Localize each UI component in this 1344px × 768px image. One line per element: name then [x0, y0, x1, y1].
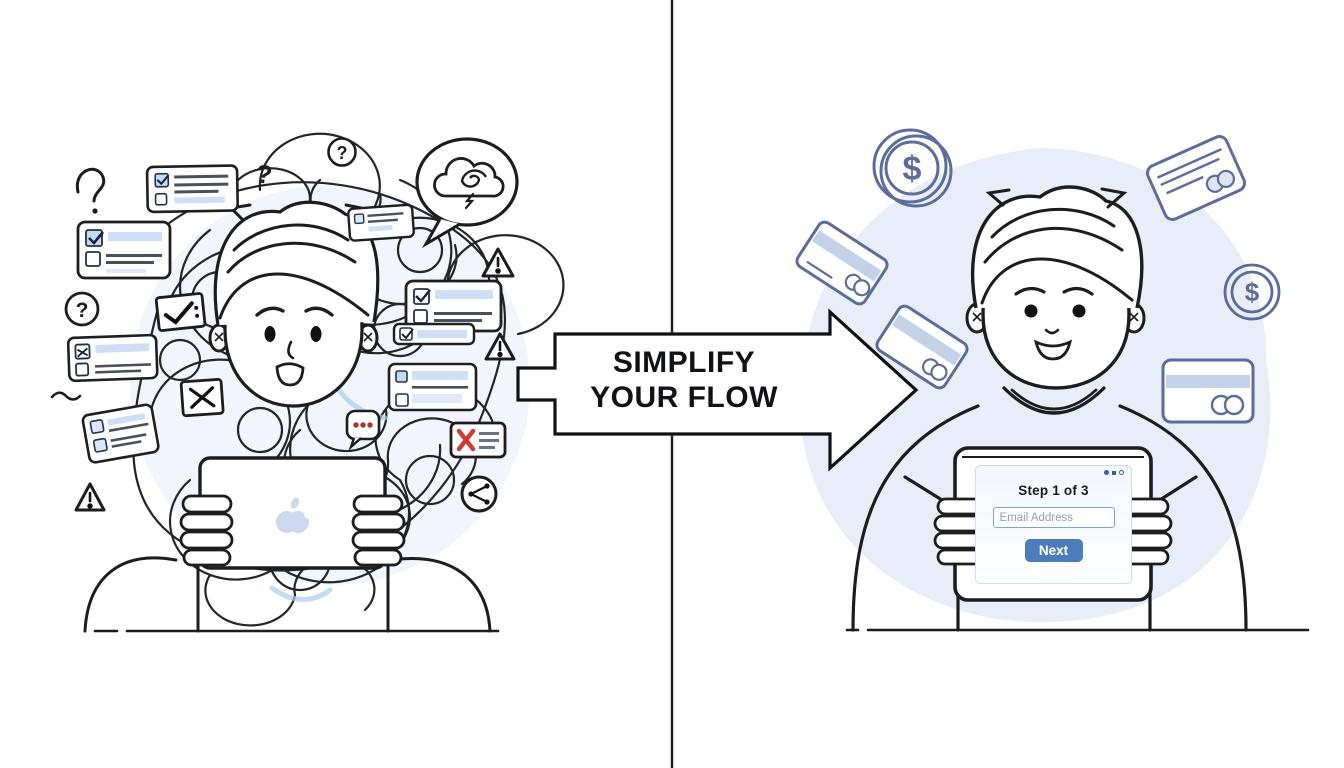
- step-indicator: Step 1 of 3: [1018, 483, 1089, 498]
- right-scene-simple: $ $: [795, 128, 1310, 632]
- checklist-card: [387, 362, 478, 412]
- email-input[interactable]: [992, 507, 1115, 528]
- worried-brows: [255, 306, 334, 317]
- checkmark-box-icon: [154, 292, 207, 332]
- eye: [1024, 304, 1038, 318]
- nose: [287, 340, 295, 360]
- error-list-card: [449, 421, 507, 459]
- happy-person-head: [965, 185, 1146, 390]
- checklist-card: [66, 333, 159, 383]
- confused-person-body: [83, 556, 492, 633]
- brows: [1014, 286, 1094, 296]
- credit-card-icon: [1145, 135, 1247, 221]
- credit-card-icon: [795, 220, 889, 306]
- onboarding-screen-card: Step 1 of 3 Next: [975, 465, 1132, 584]
- question-mark-icon: ?: [254, 158, 274, 190]
- typing-dots-bubble-icon: [345, 409, 381, 451]
- checklist-card: [347, 203, 415, 242]
- checklist-card: [392, 322, 476, 346]
- credit-card-icon: [1161, 358, 1255, 424]
- smile-mouth: [1033, 339, 1073, 361]
- dollar-coin-icon: $: [872, 128, 953, 208]
- x-box-icon: [179, 378, 225, 418]
- arrow-banner: SIMPLIFY YOUR FLOW: [534, 345, 834, 415]
- warning-exclamations: [87, 256, 503, 509]
- squiggle-icon: [50, 391, 82, 401]
- dollar-coin-icon: $: [1223, 263, 1281, 321]
- nose: [1044, 328, 1060, 335]
- gripping-hand: [1118, 497, 1173, 566]
- confused-person-head: [208, 200, 380, 408]
- eye: [1072, 304, 1086, 318]
- gripping-hand: [179, 494, 234, 567]
- checklist-card: [76, 220, 172, 280]
- svg-text:$: $: [903, 150, 922, 188]
- share-nodes-icon: [460, 475, 498, 513]
- next-button[interactable]: Next: [1024, 539, 1083, 562]
- transform-arrow: [516, 308, 919, 472]
- checklist-card: [145, 164, 239, 214]
- banner-line2: YOUR FLOW: [590, 381, 778, 414]
- credit-card-icon: [875, 304, 969, 390]
- svg-text:?: ?: [76, 299, 89, 322]
- confused-cloud-bubble-icon: [415, 137, 519, 249]
- left-scene-cluttered: ? ? ?: [50, 132, 565, 633]
- worried-mouth: [275, 362, 305, 387]
- eye: [264, 326, 276, 342]
- eye: [310, 326, 322, 342]
- question-mark-circle-icon: ? ?: [64, 137, 357, 327]
- question-mark-icon: [75, 167, 106, 214]
- banner-line1: SIMPLIFY: [612, 346, 756, 379]
- apple-logo-icon: [276, 497, 314, 533]
- gripping-hand: [351, 494, 406, 567]
- checklist-card: [81, 403, 160, 464]
- window-chrome-dots-icon: [1104, 470, 1124, 475]
- svg-text:$: $: [1245, 277, 1260, 307]
- svg-text:?: ?: [337, 143, 348, 163]
